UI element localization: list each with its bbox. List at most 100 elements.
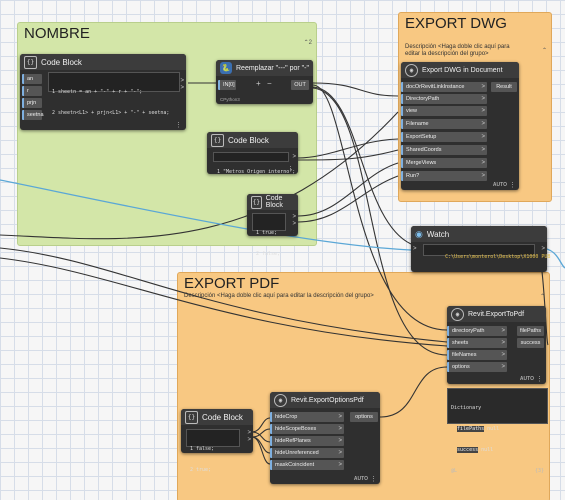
port-directory-path[interactable]: DirectoryPath> <box>401 94 487 104</box>
export-options-pdf-header[interactable]: ◉ Revit.ExportOptionsPdf <box>270 392 380 408</box>
collapse-icon[interactable]: ⌃2 <box>303 40 312 46</box>
python-node-title: Reemplazar "---" por "-" <box>236 64 309 72</box>
wire <box>297 149 399 161</box>
port-prjn[interactable]: prjn <box>22 98 42 108</box>
port-shared-coords[interactable]: SharedCoords> <box>401 145 487 155</box>
port-merge-views[interactable]: MergeViews> <box>401 158 487 168</box>
dictionary-header: Dictionary <box>451 405 482 411</box>
remove-input-button[interactable]: − <box>267 79 272 88</box>
code-block-3-header[interactable]: {} Code Block <box>247 194 298 210</box>
port-run[interactable]: Run?> <box>401 171 487 181</box>
port-view[interactable]: view> <box>401 106 487 116</box>
more-options-icon[interactable]: ⋮ <box>370 476 377 483</box>
collapse-icon[interactable]: ⌃ <box>539 294 545 300</box>
wire <box>312 86 412 245</box>
group-export-dwg-desc: Descripción <Haga doble clic aquí para e… <box>405 44 510 57</box>
export-to-pdf-title: Revit.ExportToPdf <box>468 310 525 318</box>
wire <box>0 247 448 343</box>
wire <box>312 82 399 97</box>
output-port[interactable]: > <box>292 221 296 227</box>
port-options[interactable]: options> <box>447 362 507 372</box>
port-an[interactable]: an <box>22 74 42 84</box>
port-directory-path[interactable]: directoryPath> <box>447 326 507 336</box>
export-dwg-header[interactable]: ◉ Export DWG in Document <box>401 62 519 78</box>
port-out[interactable]: OUT <box>291 80 309 90</box>
port-sheets[interactable]: sheets> <box>447 338 507 348</box>
port-result[interactable]: Result <box>491 82 517 92</box>
port-mask-coincident[interactable]: maskCoincident> <box>270 460 344 470</box>
code-line: 1 true; <box>256 230 278 236</box>
output-port[interactable]: > <box>247 437 251 443</box>
lacing-label[interactable]: AUTO <box>492 182 507 188</box>
code-block-1-title: Code Block <box>41 57 82 67</box>
export-to-pdf-header[interactable]: ◉ Revit.ExportToPdf <box>447 306 546 322</box>
code-block-node-2[interactable]: {} Code Block 1 "Metros Origen interno";… <box>207 132 298 175</box>
port-hide-scope-boxes[interactable]: hideScopeBoxes> <box>270 424 344 434</box>
wire <box>251 431 271 443</box>
export-dwg-node[interactable]: ◉ Export DWG in Document docOrRevitLinkI… <box>401 62 519 190</box>
more-options-icon[interactable]: ⋮ <box>536 376 543 383</box>
more-options-icon[interactable]: ⋮ <box>287 166 294 173</box>
output-port[interactable]: > <box>292 214 296 220</box>
dictionary-row: success null <box>457 447 494 453</box>
group-nombre-title: NOMBRE <box>24 25 90 42</box>
port-export-setup[interactable]: ExportSetup> <box>401 132 487 142</box>
code-block-icon: {} <box>24 55 37 69</box>
python-engine-label[interactable]: CPython3 <box>220 97 240 102</box>
code-block-node-1[interactable]: {} Code Block an r prjn seetna 1 sheetn … <box>20 54 186 130</box>
port-r[interactable]: r <box>22 86 42 96</box>
output-port[interactable]: > <box>180 85 184 91</box>
code-block-3-title: Code Block <box>265 195 283 209</box>
wire <box>251 417 271 433</box>
watch-title: Watch <box>426 229 450 239</box>
input-port[interactable]: > <box>413 246 417 252</box>
python-node-header[interactable]: 🐍 Reemplazar "---" por "-" <box>216 60 313 76</box>
code-editor-4[interactable]: 1 false; 2 true; <box>186 429 240 473</box>
code-editor-3[interactable]: 1 true; 2 false; <box>252 213 286 257</box>
collapse-icon[interactable]: ⌃ <box>541 48 547 54</box>
code-line: 1 false; <box>190 446 215 452</box>
add-input-button[interactable]: + <box>256 79 261 88</box>
output-port[interactable]: > <box>180 78 184 84</box>
port-seetna[interactable]: seetna <box>22 110 44 120</box>
port-hide-crop[interactable]: hideCrop> <box>270 412 344 422</box>
port-in0[interactable]: IN[0] <box>218 80 236 90</box>
watch-header[interactable]: ◉ Watch <box>411 226 547 242</box>
code-line: 2 true; <box>190 467 212 473</box>
output-port[interactable]: > <box>541 246 545 252</box>
lacing-label[interactable]: AUTO <box>353 476 368 482</box>
code-block-node-3[interactable]: {} Code Block 1 true; 2 false; > > <box>247 194 298 257</box>
port-file-paths[interactable]: filePaths <box>517 326 544 336</box>
port-file-names[interactable]: fileNames> <box>447 350 507 360</box>
export-options-pdf-node[interactable]: ◉ Revit.ExportOptionsPdf hideCrop> hideS… <box>270 392 380 484</box>
port-filename[interactable]: Filename> <box>401 119 487 129</box>
wire <box>251 436 271 465</box>
code-editor-1[interactable]: 1 sheetn = an + "-" + r + "-"; 2 sheetn<… <box>48 72 180 116</box>
python-script-node[interactable]: 🐍 Reemplazar "---" por "-" IN[0] + − OUT… <box>216 60 313 104</box>
port-hide-unreferenced[interactable]: hideUnreferenced> <box>270 448 344 458</box>
python-icon: 🐍 <box>220 62 232 74</box>
port-doc-or-revit-link-instance[interactable]: docOrRevitLinkInstance> <box>401 82 487 92</box>
dictionary-row: filePaths null <box>457 426 500 432</box>
watch-node[interactable]: ◉ Watch > C:\Users\monterol\Desktop\X100… <box>411 226 550 272</box>
output-port[interactable]: > <box>247 430 251 436</box>
code-block-4-header[interactable]: {} Code Block <box>181 409 253 425</box>
code-block-2-header[interactable]: {} Code Block <box>207 132 298 148</box>
port-options[interactable]: options <box>350 412 378 422</box>
port-success[interactable]: success <box>517 338 544 348</box>
code-editor-2[interactable]: 1 "Metros Origen interno"; <box>213 152 295 175</box>
output-port[interactable]: > <box>292 154 296 160</box>
watch-value: C:\Users\monterol\Desktop\X1000 PUB <box>423 244 550 260</box>
export-to-pdf-node[interactable]: ◉ Revit.ExportToPdf directoryPath> sheet… <box>447 306 546 384</box>
code-block-1-header[interactable]: {} Code Block <box>20 54 186 70</box>
code-block-node-4[interactable]: {} Code Block 1 false; 2 true; > > <box>181 409 253 473</box>
more-options-icon[interactable]: ⋮ <box>509 182 516 189</box>
code-block-4-title: Code Block <box>202 412 243 422</box>
lacing-label[interactable]: AUTO <box>519 376 534 382</box>
group-export-pdf-title: EXPORT PDF <box>184 275 280 292</box>
more-options-icon[interactable]: ⋮ <box>175 122 182 129</box>
wire <box>297 138 399 159</box>
port-hide-ref-planes[interactable]: hideRefPlanes> <box>270 436 344 446</box>
pdf-result-preview: Dictionary filePaths null success null @… <box>447 388 548 474</box>
